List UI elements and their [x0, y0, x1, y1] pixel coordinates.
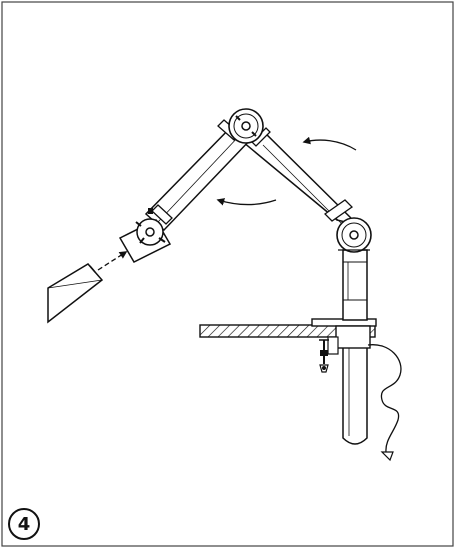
step-number-badge: 4: [8, 508, 40, 540]
front-joint: [118, 208, 172, 263]
extraction-hood: [47, 263, 104, 324]
upper-joint: [228, 108, 264, 144]
hose: [367, 344, 402, 453]
assembly-arrow: [97, 251, 128, 271]
step-number: 4: [17, 513, 31, 535]
rotation-arrow-upper: [302, 136, 357, 151]
mast-lower: [342, 340, 368, 445]
rotation-arrow-lower: [216, 198, 277, 206]
mast-upper: [342, 249, 368, 321]
lower-joint: [336, 217, 372, 253]
table-top: [199, 324, 376, 338]
hose-end: [380, 451, 394, 462]
